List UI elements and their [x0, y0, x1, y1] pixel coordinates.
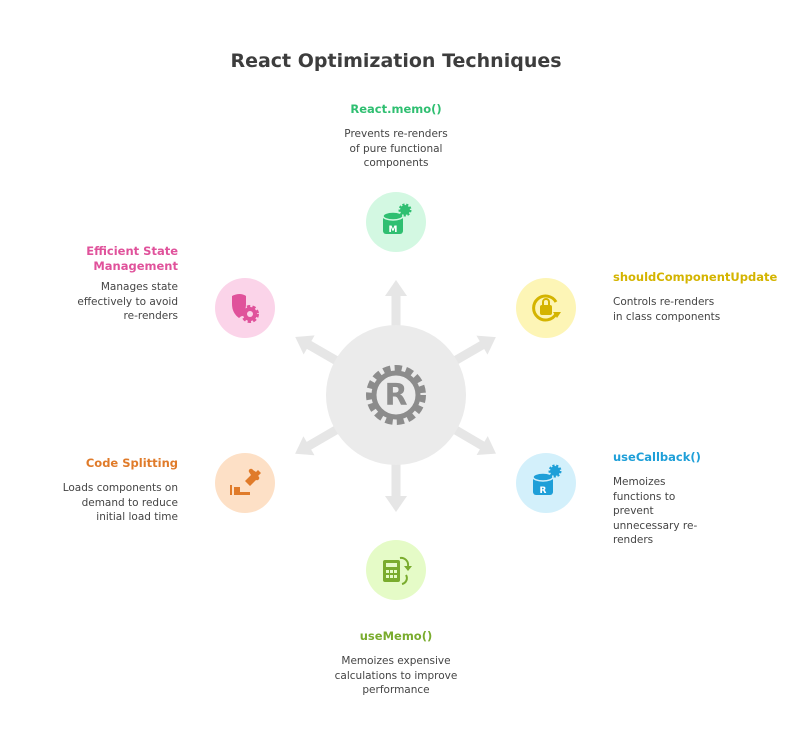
node-description: Memoizes expensive calculations to impro… [334, 655, 458, 696]
center-circle [326, 325, 466, 465]
svg-text:R: R [384, 378, 407, 413]
svg-text:M: M [389, 225, 398, 235]
node-lock-refresh-icon [516, 278, 576, 338]
node-description: Memoizes functions to prevent unnecessar… [613, 476, 698, 546]
database-gear-m-icon: M [382, 203, 412, 235]
node-puzzle-hand-icon [215, 453, 275, 513]
svg-text:R: R [540, 486, 547, 496]
node-should-component-update-label: shouldComponentUpdate Controls re-render… [613, 270, 778, 324]
react-gear-icon: R [366, 365, 426, 425]
node-description: Manages state effectively to avoid re-re… [77, 281, 178, 322]
diagram-title: React Optimization Techniques [230, 50, 562, 72]
node-code-splitting-label: Code Splitting Loads components on deman… [28, 456, 178, 525]
calculator-refresh-icon [383, 556, 412, 585]
node-react-memo-label: React.memo() Prevents re-renders of pure… [316, 102, 476, 171]
database-gear-r-icon: R [532, 464, 562, 496]
node-title: React.memo() [350, 102, 442, 116]
node-efficient-state-label: Efficient State Management Manages state… [28, 244, 178, 324]
puzzle-hand-icon [230, 468, 261, 495]
node-shield-gear-icon [215, 278, 275, 338]
node-database-gear-r-icon: R [516, 453, 576, 513]
node-title: Efficient State Management [86, 244, 178, 273]
node-circle [215, 453, 275, 513]
node-use-callback-label: useCallback() Memoizes functions to prev… [613, 450, 763, 548]
lock-refresh-icon [532, 294, 561, 322]
node-title: useMemo() [359, 629, 433, 643]
node-use-memo-label: useMemo() Memoizes expensive calculation… [316, 629, 476, 698]
node-title: shouldComponentUpdate [613, 270, 778, 284]
shield-gear-icon [232, 294, 259, 323]
node-calculator-refresh-icon [366, 540, 426, 600]
node-description: Loads components on demand to reduce ini… [62, 482, 178, 523]
node-title: Code Splitting [85, 456, 178, 470]
node-title: useCallback() [613, 450, 701, 464]
node-description: Prevents re-renders of pure functional c… [344, 128, 448, 169]
node-database-gear-m-icon: M [366, 192, 426, 252]
node-description: Controls re-renders in class components [613, 296, 721, 323]
